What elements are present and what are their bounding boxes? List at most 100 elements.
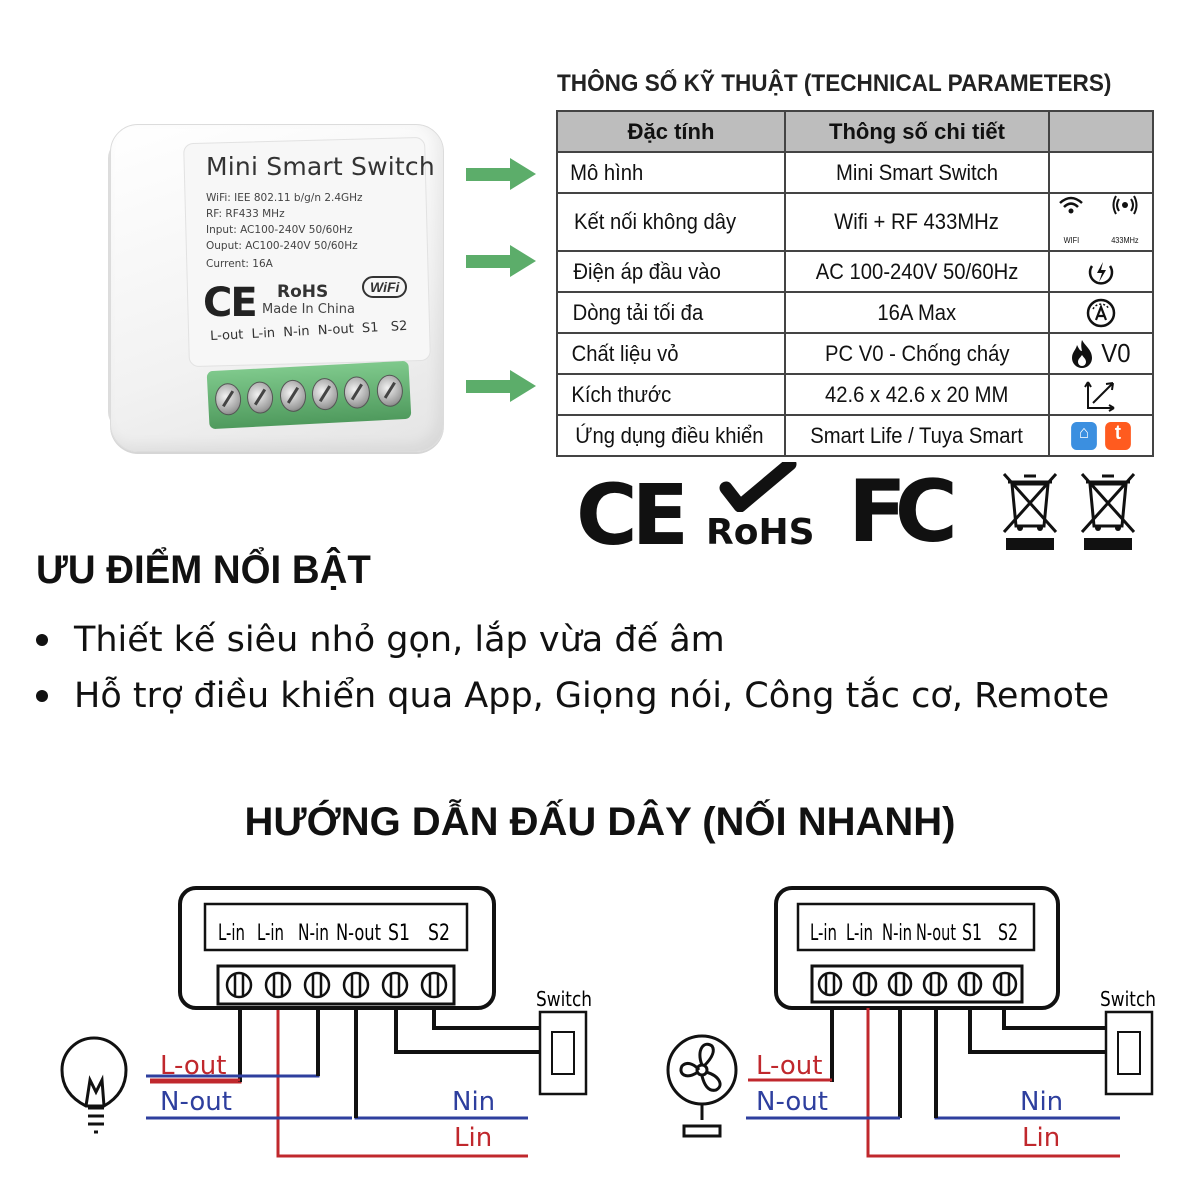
terminal-label: S2 (428, 921, 450, 946)
row-icon-empty (1048, 151, 1154, 194)
row-value: 42.6 x 42.6 x 20 MM (825, 381, 1009, 407)
bullet-icon (36, 634, 48, 646)
screw-icon (311, 377, 339, 411)
weee-bin-icon (1000, 470, 1060, 557)
device-ce-mark: CE (203, 280, 258, 326)
row-value: 16A Max (877, 299, 957, 325)
terminal-label: L-in (257, 921, 284, 946)
wifi-rf-icon: WIFI 433MHz (1050, 194, 1152, 250)
terminal-block (206, 360, 412, 430)
rohs-cert-text: RoHS (706, 512, 815, 553)
wiring-diagram-fan: L-in L-in N-in N-out S1 S2 L-out N-out N… (666, 886, 1156, 1158)
row-value: Mini Smart Switch (836, 159, 998, 185)
fan-icon (666, 1034, 738, 1138)
screw-icon (246, 380, 275, 415)
terminal-strip (216, 964, 456, 1006)
nout-label: N-out (160, 1087, 232, 1117)
app-icons: ⌂ t (1050, 421, 1152, 450)
terminal-strip (810, 964, 1024, 1004)
terminal-label: L-in (218, 921, 245, 946)
arrow-head-icon (510, 245, 536, 277)
smart-life-app-icon: ⌂ (1071, 421, 1097, 450)
terminal-label: L-in (810, 921, 837, 946)
lin-wire (276, 1010, 528, 1158)
s1-wire (968, 1008, 1106, 1054)
rf-caption: 433MHz (1111, 236, 1139, 245)
switch-label: Switch (1100, 987, 1156, 1011)
terminal-label: N-in (298, 921, 329, 946)
checkmark-icon (719, 457, 797, 513)
table-row: Điện áp đầu vào AC 100-240V 50/60Hz (556, 250, 1154, 293)
device-spec-line: WiFi: IEE 802.11 b/g/n 2.4GHz (206, 192, 363, 204)
terminal-label: N-out (336, 921, 381, 946)
arrow-head-icon (510, 370, 536, 402)
dimension-icon (1050, 378, 1152, 412)
row-property: Mô hình (570, 159, 644, 185)
nin-label: Nin (1020, 1087, 1063, 1117)
header-value: Thông số chi tiết (784, 110, 1050, 153)
table-row: Kết nối không dây Wifi + RF 433MHz WIFI (556, 192, 1154, 252)
lout-label: L-out (756, 1051, 822, 1081)
list-item: Thiết kế siêu nhỏ gọn, lắp vừa đế âm (30, 612, 1109, 668)
terminal-label: S1 (388, 921, 410, 946)
table-row: Chất liệu vỏ PC V0 - Chống cháy V0 (556, 332, 1154, 375)
device-rohs-mark: RoHS (277, 282, 329, 302)
arrow-icon (466, 255, 512, 268)
device-made-in: Made In China (262, 302, 355, 317)
bullet-icon (36, 690, 48, 702)
bulb-icon (60, 1036, 128, 1134)
terminal-label: L-in (846, 921, 873, 946)
switch-label: Switch (536, 987, 592, 1011)
nin-label: Nin (452, 1087, 495, 1117)
rohs-cert-logo (704, 457, 804, 517)
switch-rocker (551, 1031, 575, 1075)
rf-icon (1112, 195, 1138, 215)
tuya-app-icon: t (1105, 421, 1131, 450)
module-label-box (796, 902, 1036, 952)
ammeter-icon (1050, 297, 1152, 329)
lin-wire (866, 1008, 1120, 1158)
arrow-head-icon (510, 158, 536, 190)
row-value: AC 100-240V 50/60Hz (815, 258, 1019, 284)
terminal-screws (225, 971, 448, 999)
v0-label: V0 (1101, 338, 1131, 368)
terminal-label: S1 (962, 921, 982, 946)
screw-icon (375, 374, 404, 408)
row-property: Kết nối không dây (574, 209, 737, 234)
terminal-screws (817, 971, 1018, 997)
weee-bin-icon (1078, 470, 1138, 557)
terminal-label: N-out (916, 921, 956, 946)
device-spec-line: Ouput: AC100-240V 50/60Hz (206, 240, 358, 252)
s2-wire (432, 1010, 540, 1030)
s1-wire (394, 1010, 540, 1054)
table-row: Kích thước 42.6 x 42.6 x 20 MM (556, 373, 1154, 416)
arrow-icon (466, 380, 512, 393)
wiring-diagram-bulb: L-in L-in N-in N-out S1 S2 L-out N-out N… (60, 886, 592, 1158)
spec-table-header: Đặc tính Thông số chi tiết (556, 110, 1154, 153)
list-item: Hỗ trợ điều khiển qua App, Giọng nói, Cô… (30, 668, 1109, 724)
advantages-list: Thiết kế siêu nhỏ gọn, lắp vừa đế âm Hỗ … (30, 612, 1109, 724)
row-value: Wifi + RF 433MHz (834, 209, 1000, 234)
table-row: Ứng dụng điều khiển Smart Life / Tuya Sm… (556, 414, 1154, 457)
row-property: Dòng tải tối đa (572, 299, 704, 325)
flame-icon: V0 (1050, 338, 1152, 369)
advantages-title: ƯU ĐIỂM NỔI BẬT (36, 548, 371, 592)
device-spec-line: Current: 16A (206, 258, 273, 270)
spec-table: Đặc tính Thông số chi tiết Mô hình Mini … (556, 110, 1154, 457)
header-property: Đặc tính (556, 110, 786, 153)
wifi-icon (1059, 196, 1084, 214)
screw-icon (279, 379, 307, 413)
table-row: Mô hình Mini Smart Switch (556, 151, 1154, 194)
voltage-icon (1050, 257, 1152, 287)
lin-label: Lin (454, 1123, 492, 1153)
row-property: Chất liệu vỏ (571, 340, 679, 366)
row-value: Smart Life / Tuya Smart (810, 422, 1024, 448)
terminal-label: S2 (998, 921, 1018, 946)
row-property: Điện áp đầu vào (573, 258, 721, 284)
device-title: Mini Smart Switch (206, 152, 435, 181)
header-icon (1048, 110, 1154, 153)
device-spec-line: RF: RF433 MHz (206, 208, 285, 220)
arrow-icon (466, 168, 512, 181)
lin-label: Lin (1022, 1123, 1060, 1153)
nout-label: N-out (756, 1087, 828, 1117)
